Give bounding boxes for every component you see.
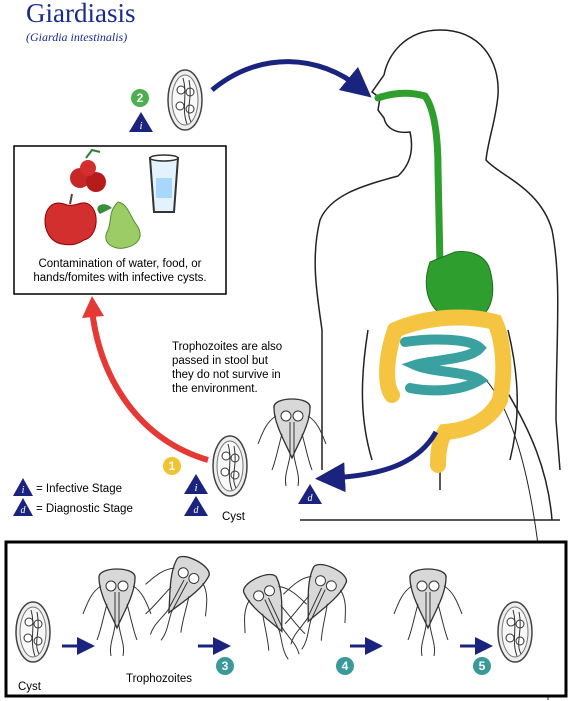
diagram-subtitle: (Giardia intestinalis) — [26, 30, 128, 44]
new-cyst-icon — [497, 601, 533, 663]
contamination-text: Contamination of water, food, or hands/f… — [33, 258, 207, 284]
diagnostic-stage-icon — [184, 496, 208, 516]
panel-cyst-icon — [15, 601, 51, 663]
step-2-number: 2 — [137, 91, 144, 105]
diagnostic-stage-icon — [298, 484, 322, 504]
raspberry-icon — [70, 148, 106, 192]
glass-of-water-icon — [148, 154, 180, 213]
legend-infective-label: = Infective Stage — [36, 483, 122, 495]
diagnostic-symbol: d — [308, 493, 314, 504]
cyst-label: Cyst — [18, 681, 41, 693]
red-arrow-head — [82, 296, 104, 318]
excretion-arrow — [315, 430, 439, 493]
legend-infective-icon — [13, 478, 33, 496]
legend-diagnostic-symbol: d — [21, 505, 27, 516]
cyst-label: Cyst — [222, 511, 245, 523]
step-2-badge — [131, 89, 149, 107]
trophozoite-note: Trophozoites are also passed in stool bu… — [172, 341, 283, 395]
legend-diagnostic-icon — [13, 498, 33, 516]
legend-infective-symbol: i — [22, 485, 25, 496]
infective-stage-icon — [184, 474, 208, 494]
stool-trophozoite-icon — [257, 398, 327, 487]
diagram-title: Giardiasis — [26, 0, 136, 28]
pear-icon — [97, 201, 141, 249]
digestive-tract — [374, 89, 512, 473]
step-4-badge — [336, 657, 354, 675]
legend-diagnostic-label: = Diagnostic Stage — [36, 503, 133, 515]
environment-arrow — [89, 309, 209, 463]
infective-stage-icon — [129, 112, 153, 132]
infective-symbol: i — [139, 120, 142, 132]
ingestion-arrow — [210, 59, 372, 98]
step-3-badge — [216, 657, 234, 675]
trophozoites-label: Trophozoites — [126, 673, 193, 685]
step-5-badge — [473, 657, 491, 675]
step-3-number: 3 — [222, 659, 229, 673]
infective-symbol: i — [194, 482, 197, 494]
step-5-number: 5 — [479, 659, 486, 673]
stool-cyst-icon — [212, 435, 248, 497]
apple-icon — [44, 193, 97, 246]
diagnostic-symbol: d — [194, 505, 200, 516]
step-1-badge — [163, 457, 181, 475]
step-1-number: 1 — [169, 459, 176, 473]
intestinal-stages-panel — [4, 540, 568, 698]
step-4-number: 4 — [342, 659, 349, 673]
infective-cyst-icon — [167, 69, 203, 131]
